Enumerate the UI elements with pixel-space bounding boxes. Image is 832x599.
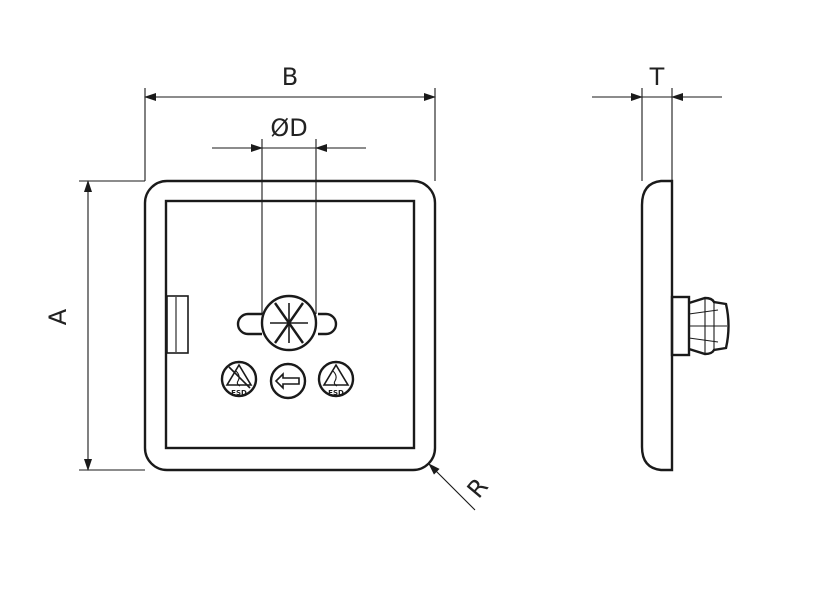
dimension-d-label: ØD	[270, 114, 307, 142]
clip-cross	[236, 294, 338, 352]
latch-slot	[166, 295, 189, 354]
esd-text-left: ESD	[231, 389, 247, 397]
esd-protected-icon: ESD	[317, 360, 355, 398]
cap-outer-outline	[143, 179, 437, 472]
insert-arrow-icon	[269, 362, 307, 400]
side-view	[640, 179, 730, 472]
front-view: ESD ESD	[143, 179, 437, 472]
dimension-t: T	[592, 63, 722, 181]
dimension-a-label: A	[44, 308, 72, 325]
dimension-b-label: B	[282, 63, 298, 91]
esd-text-right: ESD	[328, 389, 344, 397]
cap-inner-panel	[164, 199, 416, 450]
dimension-b: B	[144, 63, 436, 181]
dimension-r-label: R	[462, 473, 494, 504]
dimension-r: R	[428, 463, 494, 511]
side-cap-profile	[640, 179, 674, 472]
dimension-a: A	[44, 180, 145, 471]
dimension-t-label: T	[649, 63, 665, 91]
side-clip-stem	[670, 295, 730, 357]
dimension-d: ØD	[212, 114, 366, 314]
esd-warning-icon: ESD	[220, 360, 258, 398]
